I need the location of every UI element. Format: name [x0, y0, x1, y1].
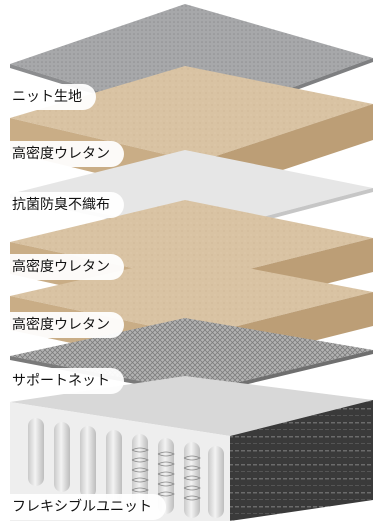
label-urethane-1: 高密度ウレタン: [4, 141, 124, 167]
label-urethane-2: 高密度ウレタン: [4, 254, 124, 280]
spring-unit-layer: [10, 376, 373, 521]
label-antibacterial-nonwoven: 抗菌防臭不織布: [4, 192, 124, 218]
label-urethane-3: 高密度ウレタン: [4, 312, 124, 338]
label-knit: ニット生地: [4, 84, 96, 110]
label-support-net: サポートネット: [4, 368, 124, 394]
label-flexible-unit: フレキシブルユニット: [4, 494, 166, 520]
pocket-coils: [28, 418, 224, 518]
